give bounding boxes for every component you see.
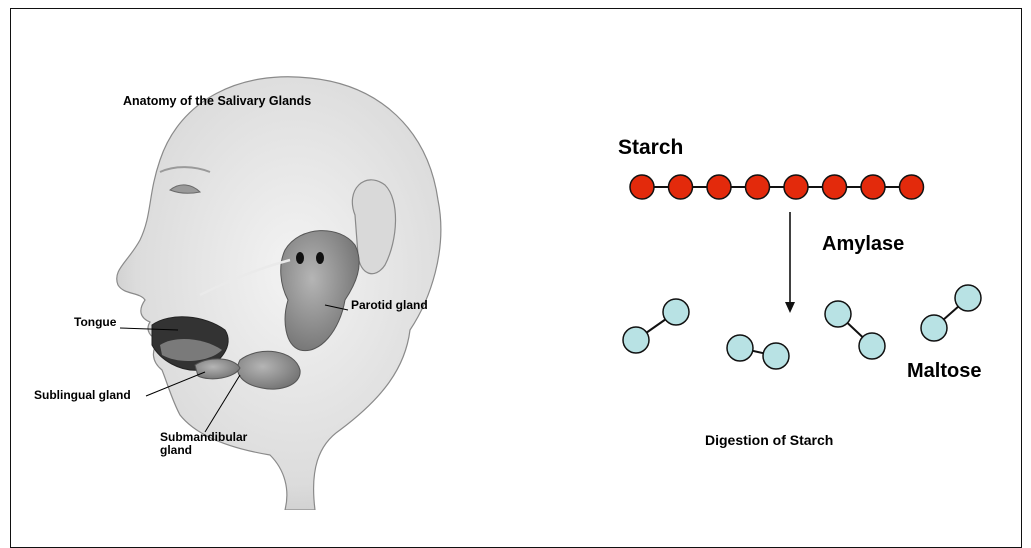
glucose-unit xyxy=(859,333,885,359)
amylase-arrow xyxy=(785,212,795,313)
anatomy-title: Anatomy of the Salivary Glands xyxy=(123,94,311,108)
parotid-gland-label: Parotid gland xyxy=(351,298,428,312)
glucose-unit xyxy=(784,175,808,199)
glucose-unit xyxy=(707,175,731,199)
glucose-unit xyxy=(746,175,770,199)
maltose-molecule xyxy=(825,301,885,359)
glucose-unit xyxy=(630,175,654,199)
amylase-label: Amylase xyxy=(822,233,904,256)
starch-digestion-diagram xyxy=(600,120,1010,440)
digestion-caption: Digestion of Starch xyxy=(705,432,833,448)
maltose-molecule xyxy=(921,285,981,341)
maltose-molecule xyxy=(727,335,789,369)
submandibular-gland-label: Submandibular gland xyxy=(160,431,260,457)
glucose-unit xyxy=(825,301,851,327)
glucose-unit xyxy=(955,285,981,311)
glucose-unit xyxy=(921,315,947,341)
glucose-unit xyxy=(900,175,924,199)
glucose-unit xyxy=(763,343,789,369)
sublingual-gland-label: Sublingual gland xyxy=(34,388,131,402)
glucose-unit xyxy=(663,299,689,325)
maltose-label: Maltose xyxy=(907,360,981,383)
glucose-unit xyxy=(669,175,693,199)
glucose-unit xyxy=(727,335,753,361)
glucose-unit xyxy=(823,175,847,199)
maltose-molecule xyxy=(623,299,689,353)
duct-opening xyxy=(316,252,324,264)
glucose-unit xyxy=(861,175,885,199)
duct-opening xyxy=(296,252,304,264)
maltose-molecules xyxy=(623,285,981,369)
glucose-unit xyxy=(623,327,649,353)
tongue-label: Tongue xyxy=(74,315,116,329)
starch-chain xyxy=(630,175,924,199)
starch-label: Starch xyxy=(618,136,683,160)
